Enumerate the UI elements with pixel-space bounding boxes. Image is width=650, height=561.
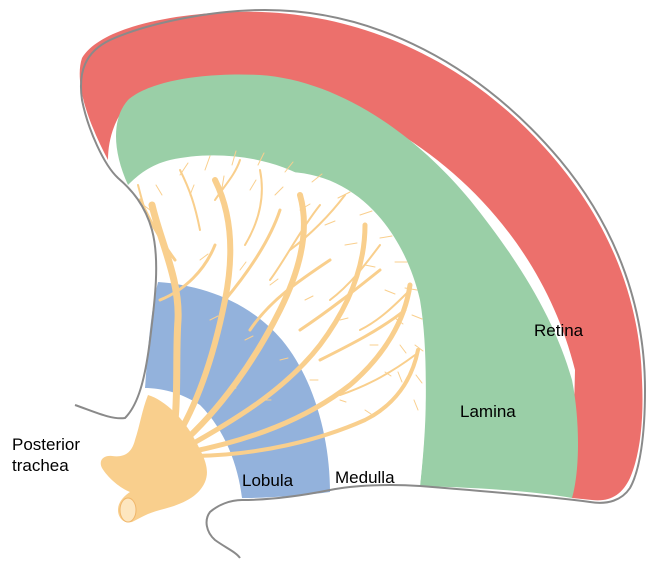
label-lamina: Lamina — [460, 402, 516, 421]
label-retina: Retina — [534, 321, 584, 340]
trachea-opening — [120, 498, 136, 522]
label-posterior: Posterior — [12, 435, 80, 454]
label-trachea: trachea — [12, 456, 69, 475]
label-lobula: Lobula — [242, 471, 294, 490]
label-medulla: Medulla — [335, 468, 395, 487]
